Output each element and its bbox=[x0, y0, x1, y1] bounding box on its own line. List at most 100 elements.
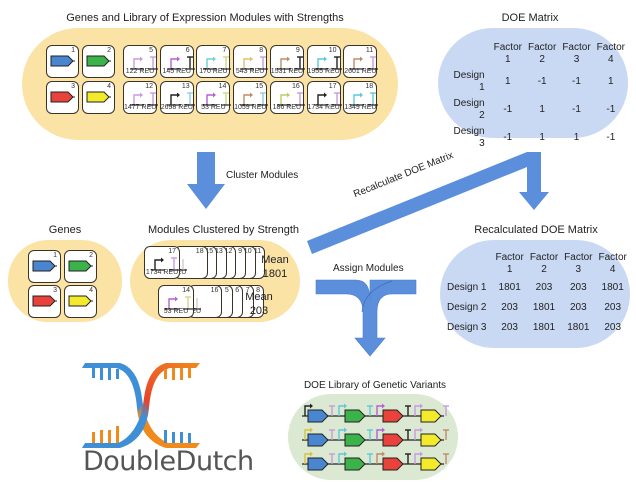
card-number: 8 bbox=[259, 47, 264, 54]
card-number: 10 bbox=[328, 47, 337, 54]
module-strength: 1734 REU bbox=[145, 269, 179, 276]
card-number: 9 bbox=[295, 47, 300, 54]
doe-cell: -1 bbox=[503, 104, 513, 115]
expression-module-icon bbox=[240, 92, 269, 106]
gene-icon bbox=[32, 295, 57, 307]
recalc-cell: 203 bbox=[501, 322, 518, 333]
gene-icon bbox=[307, 457, 329, 471]
promoter-icon bbox=[304, 453, 310, 464]
recalc-row-label: Design 1 bbox=[447, 282, 487, 293]
expression-module-icon bbox=[203, 56, 232, 70]
promoter-arrowhead bbox=[310, 403, 313, 409]
doe-cell: -1 bbox=[537, 76, 547, 87]
expression-module-icon bbox=[165, 296, 193, 310]
promoter-arrowhead bbox=[344, 451, 347, 457]
gene-card: 3 bbox=[46, 81, 79, 114]
card-number: 14 bbox=[182, 287, 190, 294]
recalc-cell: 203 bbox=[535, 282, 553, 293]
gene-icon bbox=[68, 295, 93, 307]
gene-icon bbox=[420, 433, 442, 447]
module-strength: 543 REU bbox=[235, 68, 265, 75]
module-strength: 186 REU bbox=[272, 104, 301, 111]
gene-icon bbox=[382, 409, 404, 423]
gene-card: 1 bbox=[46, 45, 79, 78]
variants-title: DOE Library of Genetic Variants bbox=[303, 380, 447, 391]
module-strength: 1059 REU bbox=[234, 104, 267, 111]
card-number: 12 bbox=[224, 248, 233, 255]
promoter-icon bbox=[304, 429, 310, 440]
gene-icon bbox=[32, 260, 57, 272]
assign-arrow bbox=[315, 279, 417, 357]
recalc-cell: 203 bbox=[569, 302, 587, 313]
clustered-module-card-front: 14 53 REU bbox=[158, 285, 194, 318]
logo-strand-a bbox=[82, 363, 200, 448]
card-number: 15 bbox=[205, 248, 214, 255]
promoter-icon bbox=[338, 429, 344, 440]
logo-text: DoubleDutch bbox=[83, 446, 254, 477]
gene-icon bbox=[50, 91, 75, 103]
card-number: 15 bbox=[255, 83, 264, 90]
gene-card: 4 bbox=[64, 285, 97, 318]
logo-rungs-bottom-right bbox=[164, 430, 191, 443]
gene-card: 3 bbox=[28, 285, 61, 318]
promoter-icon bbox=[338, 453, 344, 464]
library-title: Genes and Library of Expression Modules … bbox=[66, 12, 344, 24]
promoter-icon bbox=[376, 429, 382, 440]
recalc-cell: 1801 bbox=[601, 282, 624, 293]
logo-rungs-top-right bbox=[164, 368, 191, 380]
card-number: 16 bbox=[210, 287, 219, 294]
recalc-cell: 203 bbox=[604, 322, 622, 333]
promoter-arrowhead bbox=[310, 427, 313, 433]
card-number: 6 bbox=[235, 287, 240, 294]
promoter-icon bbox=[414, 405, 420, 416]
card-number: 5 bbox=[149, 47, 153, 54]
recalc-row: Design 1 1801 203 203 1801 bbox=[444, 278, 630, 298]
module-strength: 53 REU bbox=[163, 308, 189, 315]
expression-module-icon bbox=[203, 92, 232, 106]
promoter-arrowhead bbox=[420, 451, 423, 457]
gene-icon bbox=[420, 457, 442, 471]
recalc-cell: 1801 bbox=[532, 322, 556, 333]
clusters-title: Modules Clustered by Strength bbox=[148, 224, 300, 236]
doe-cell: 1 bbox=[608, 76, 614, 87]
expression-module-icon bbox=[313, 56, 342, 70]
card-number: 18 bbox=[195, 248, 204, 255]
doe-matrix-title: DOE Matrix bbox=[501, 12, 559, 24]
doe-cell: -1 bbox=[572, 76, 581, 87]
expression-module-icon bbox=[130, 56, 158, 70]
gene-icon bbox=[50, 55, 75, 67]
card-number: 14 bbox=[218, 83, 227, 90]
genetic-variant-construct bbox=[302, 403, 449, 423]
promoter-arrowhead bbox=[420, 427, 423, 433]
doubledutch-logo-icon bbox=[82, 363, 200, 448]
logo-rungs-bottom-left bbox=[92, 426, 119, 443]
module-strength: 170 REU bbox=[199, 68, 228, 75]
promoter-icon bbox=[338, 405, 344, 416]
module-strength-partial: EU bbox=[191, 308, 202, 315]
doe-cell: -1 bbox=[572, 104, 581, 115]
recalculate-arrow-head bbox=[519, 152, 549, 210]
card-number: 2 bbox=[107, 47, 111, 54]
card-number: 7 bbox=[222, 47, 227, 54]
recalc-cell: 203 bbox=[604, 302, 622, 313]
gene-card: 2 bbox=[64, 250, 97, 283]
recalc-cell: 1801 bbox=[567, 322, 590, 333]
doe-cell: 1 bbox=[505, 76, 511, 87]
module-strength: 1955 REU bbox=[307, 68, 340, 75]
module-card: 8 543 REU bbox=[233, 45, 269, 78]
